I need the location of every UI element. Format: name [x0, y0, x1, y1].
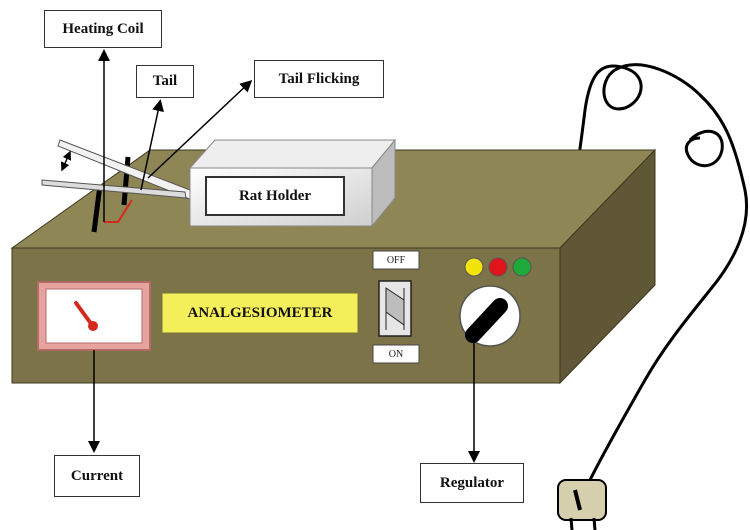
heating-coil-wire — [104, 199, 133, 223]
indicator-light-red — [488, 257, 508, 277]
meter-needle-icon — [74, 301, 94, 327]
coil-post-left — [91, 184, 103, 233]
device-name: ANALGESIOMETER — [187, 304, 333, 321]
rat-tail-lower — [41, 179, 187, 199]
toggle-switch-icon[interactable] — [378, 280, 412, 337]
device-name-plate — [161, 292, 359, 334]
switch-off-label: OFF — [386, 254, 406, 266]
rat-holder-label: Rat Holder — [205, 176, 345, 216]
power-plug-icon — [557, 479, 607, 530]
regulator-label: Regulator — [420, 463, 524, 503]
indicator-light-green — [512, 257, 532, 277]
rat-holder-top — [188, 139, 397, 169]
tail-flicking-label: Tail Flicking — [254, 60, 384, 98]
switch-on-label: ON — [388, 348, 404, 360]
indicator-light-yellow — [464, 257, 484, 277]
switch-on-label-box — [372, 344, 420, 364]
current-meter-dial — [45, 288, 143, 344]
flick-arc-arrow — [60, 150, 72, 172]
tail-arrow — [140, 99, 164, 191]
regulator-knob-icon[interactable] — [465, 298, 508, 343]
switch-off-label-box — [372, 250, 420, 270]
heating-coil-label: Heating Coil — [44, 10, 162, 48]
coil-post-right — [121, 156, 131, 206]
tail-flicking-arrow — [147, 79, 253, 179]
tail-label: Tail — [136, 65, 194, 98]
current-label: Current — [54, 455, 140, 497]
meter-needle-pivot — [88, 321, 98, 331]
power-cord-loop — [684, 129, 724, 168]
